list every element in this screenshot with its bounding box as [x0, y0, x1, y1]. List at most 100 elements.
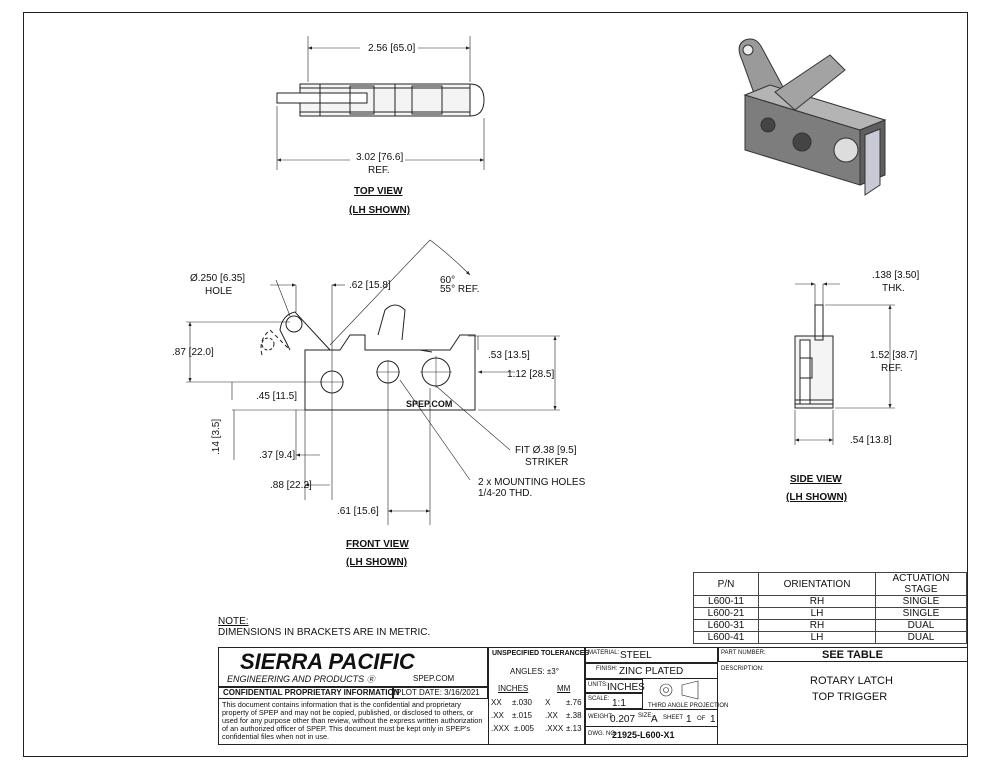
- actuation-header: ACTUATION STAGE: [875, 572, 967, 596]
- cell: L600-21: [693, 607, 759, 620]
- tol-angles: ANGLES: ±3°: [510, 667, 559, 676]
- dim-61: .61 [15.6]: [337, 506, 379, 517]
- dim-88: .88 [22.2]: [270, 480, 312, 491]
- cell: SINGLE: [875, 607, 967, 620]
- tol-cell: ±.13: [566, 724, 582, 733]
- tol-mm: MM: [557, 684, 571, 693]
- confidential-label: CONFIDENTIAL PROPRIETARY INFORMATION: [223, 688, 400, 697]
- tol-cell: ±.38: [566, 711, 582, 720]
- part-number-table: P/N ORIENTATION ACTUATION STAGE L600-11 …: [693, 572, 967, 644]
- cell: L600-41: [693, 631, 759, 644]
- tol-cell: XX: [491, 698, 502, 707]
- tol-cell: ±.015: [512, 711, 532, 720]
- dim-62: .62 [15.8]: [349, 280, 391, 291]
- weight-label: WEIGHT:: [588, 714, 613, 720]
- company-web: SPEP.COM: [413, 674, 455, 683]
- top-view-title: TOP VIEW: [354, 186, 403, 197]
- dim-hole: Ø.250 [6.35]: [190, 273, 246, 284]
- dwg-label: DWG. NO.: [588, 731, 617, 737]
- partnum-cell: [718, 647, 968, 662]
- tol-title: UNSPECIFIED TOLERANCES: [492, 650, 590, 657]
- units-row: [585, 679, 643, 693]
- of-value: 1: [710, 714, 716, 725]
- tol-cell: X: [545, 698, 551, 707]
- isometric-view-drawing: [738, 38, 887, 196]
- of-label: OF: [697, 716, 706, 722]
- note-text: DIMENSIONS IN BRACKETS ARE IN METRIC.: [218, 627, 431, 638]
- top-view-drawing: [276, 36, 485, 170]
- dim-top-width: 2.56 [65.0]: [368, 43, 416, 54]
- scale-row: [585, 693, 643, 709]
- material-label: MATERIAL:: [588, 650, 620, 656]
- finish-value: ZINC PLATED: [619, 666, 684, 677]
- cell: SINGLE: [875, 595, 967, 608]
- tol-cell: ±.030: [512, 698, 532, 707]
- plot-date-cell: [393, 687, 488, 699]
- orientation-header: ORIENTATION: [758, 572, 876, 596]
- cell: LH: [758, 631, 876, 644]
- company-sub: ENGINEERING AND PRODUCTS Ⓡ: [227, 674, 375, 684]
- dim-top-ref: 3.02 [76.6]: [356, 152, 404, 163]
- cell: L600-11: [693, 595, 759, 608]
- finish-label: FINISH:: [596, 666, 618, 672]
- dim-angle2: 55° REF.: [440, 284, 480, 295]
- scale-value: 1:1: [612, 698, 626, 709]
- cell: RH: [758, 619, 876, 632]
- table-row: L600-41 LH DUAL: [693, 631, 967, 644]
- cell: LH: [758, 607, 876, 620]
- tol-cell: .XXX: [545, 724, 564, 733]
- front-view-sub: (LH SHOWN): [346, 557, 408, 568]
- dim-112: 1.12 [28.5]: [507, 369, 555, 380]
- dim-side-ref: REF.: [881, 363, 903, 374]
- company-cell: [218, 647, 488, 687]
- cell: DUAL: [875, 619, 967, 632]
- units-label: UNITS:: [588, 682, 608, 688]
- tol-cell: .XXX: [491, 724, 510, 733]
- weight-row: [585, 709, 718, 727]
- dim-side-w: .54 [13.8]: [850, 435, 892, 446]
- dim-14: .14 [3.5]: [211, 418, 222, 455]
- projection-symbol: [659, 680, 699, 700]
- pn-header: P/N: [693, 572, 759, 596]
- projection-label: THIRD ANGLE PROJECTION: [648, 703, 729, 709]
- desc-label: DESCRIPTION:: [721, 666, 764, 672]
- partnum-label: PART NUMBER:: [721, 650, 766, 656]
- desc-line2: TOP TRIGGER: [812, 691, 888, 703]
- cell: DUAL: [875, 631, 967, 644]
- sheet-value: 1: [686, 714, 692, 725]
- desc-line1: ROTARY LATCH: [810, 675, 893, 687]
- dim-mount2: 1/4-20 THD.: [478, 488, 533, 499]
- dim-thk-label: THK.: [882, 283, 905, 294]
- dim-angle1: 60°: [440, 275, 456, 286]
- top-view-sub: (LH SHOWN): [349, 205, 411, 216]
- units-value: INCHES: [607, 682, 645, 693]
- plot-date: PLOT DATE: 3/16/2021: [396, 688, 480, 697]
- dim-53: .53 [13.5]: [488, 350, 530, 361]
- dim-37: .37 [9.4]: [259, 450, 296, 461]
- dwg-value: 21925-L600-X1: [612, 730, 675, 740]
- sheet-label: SHEET: [663, 715, 684, 721]
- dim-45: .45 [11.5]: [256, 391, 297, 402]
- dim-thk: .138 [3.50]: [872, 270, 920, 281]
- dim-fit: FIT Ø.38 [9.5]: [515, 445, 577, 456]
- table-row: L600-21 LH SINGLE: [693, 607, 967, 620]
- note-title: NOTE:: [218, 616, 249, 627]
- confidential-cell: [218, 687, 393, 699]
- tol-cell: .XX: [491, 711, 504, 720]
- size-label: SIZE:: [638, 713, 654, 719]
- dim-hole-label: HOLE: [205, 286, 233, 297]
- tol-inches: INCHES: [498, 684, 529, 693]
- front-view-drawing: [186, 239, 560, 525]
- size-value: A: [651, 714, 658, 725]
- material-value: STEEL: [620, 650, 652, 661]
- material-row: [585, 647, 718, 663]
- scale-label: SCALE:: [588, 696, 610, 702]
- dim-mount1: 2 x MOUNTING HOLES: [478, 477, 586, 488]
- table-row: L600-11 RH SINGLE: [693, 595, 967, 608]
- dim-side-h: 1.52 [38.7]: [870, 350, 918, 361]
- dim-striker: STRIKER: [525, 457, 569, 468]
- cell: L600-31: [693, 619, 759, 632]
- cell: RH: [758, 595, 876, 608]
- side-view-title: SIDE VIEW: [790, 474, 842, 485]
